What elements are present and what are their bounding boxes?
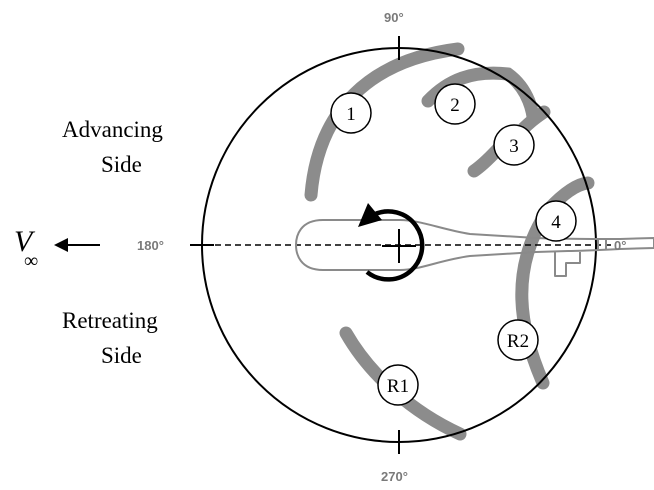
vortex-marker-3: 3 xyxy=(493,124,535,166)
retreating-side-label-line2: Side xyxy=(101,343,142,368)
azimuth-label-180: 180° xyxy=(137,238,164,253)
retreating-side-label-line1: Retreating xyxy=(62,308,158,333)
left-arrow-icon xyxy=(54,238,100,252)
advancing-side-label-line2: Side xyxy=(101,152,142,177)
svg-text:4: 4 xyxy=(551,212,561,233)
advancing-side-label-line1: Advancing xyxy=(62,117,163,142)
rotor-hub-cross xyxy=(382,229,416,263)
azimuth-ticks xyxy=(190,36,400,454)
azimuth-label-270: 270° xyxy=(381,469,408,484)
freestream-velocity-symbol: V xyxy=(14,225,36,258)
freestream-velocity-subscript: ∞ xyxy=(24,250,38,272)
svg-text:R1: R1 xyxy=(387,376,409,397)
tail-fin-outline xyxy=(554,251,581,277)
helicopter-fuselage xyxy=(295,219,654,277)
vortex-marker-2: 2 xyxy=(434,83,476,125)
tail-rotor-hub xyxy=(597,240,607,250)
svg-text:R2: R2 xyxy=(507,331,529,352)
svg-text:2: 2 xyxy=(450,95,460,116)
counterclockwise-rotation-arrow-icon xyxy=(358,203,425,282)
svg-text:3: 3 xyxy=(509,136,519,157)
vortex-marker-4: 4 xyxy=(535,200,577,242)
azimuth-label-0: 0° xyxy=(614,238,626,253)
vortex-marker-1: 1 xyxy=(330,92,372,134)
fuselage-body-outline xyxy=(295,219,654,271)
vortex-marker-r2: R2 xyxy=(497,319,539,361)
vortex-marker-r1: R1 xyxy=(377,364,419,406)
svg-text:1: 1 xyxy=(346,104,356,125)
azimuth-label-90: 90° xyxy=(384,10,404,25)
